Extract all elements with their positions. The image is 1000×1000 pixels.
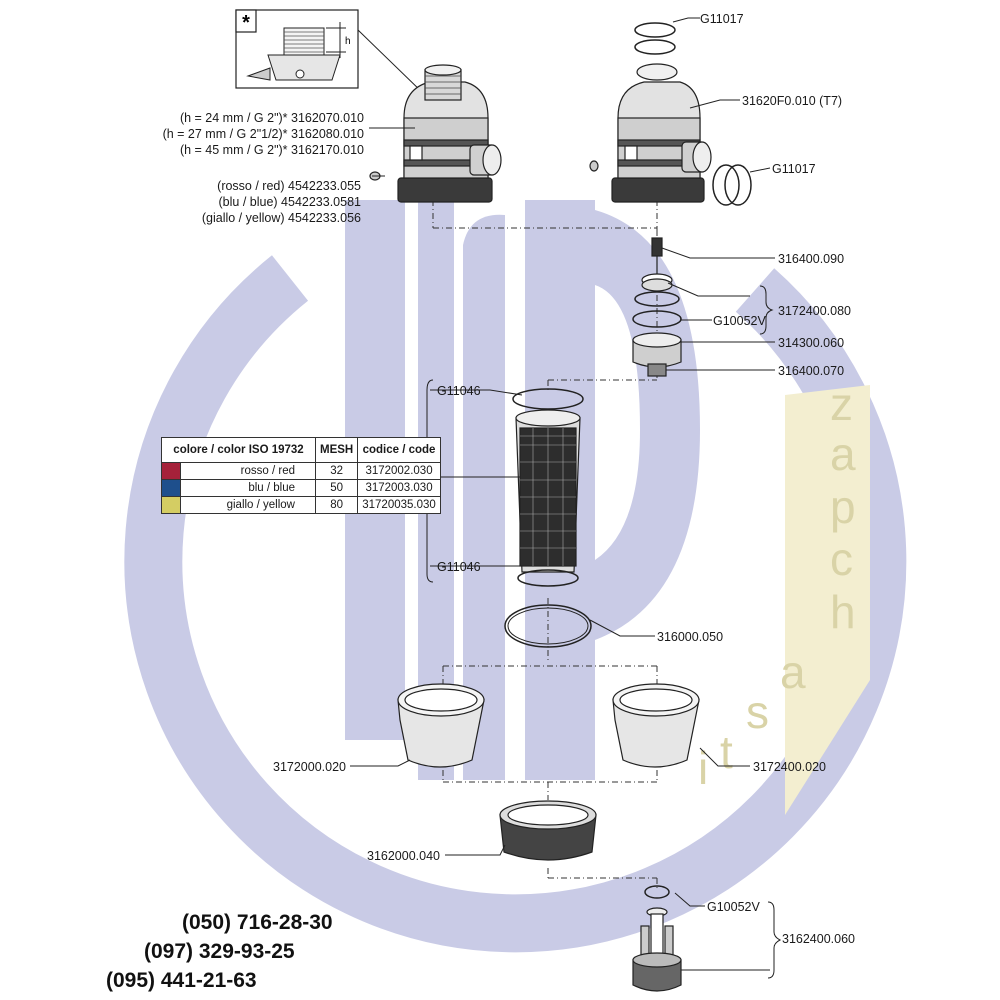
color-swatch bbox=[161, 496, 181, 514]
phone-number-2[interactable]: (097) 329-93-25 bbox=[144, 940, 295, 963]
label-giallo: (giallo / yellow) 4542233.056 bbox=[202, 211, 361, 225]
ring-nut bbox=[499, 800, 597, 861]
label-g11046-bottom: G11046 bbox=[437, 560, 481, 574]
o-rings bbox=[634, 22, 752, 206]
color-swatch bbox=[161, 462, 181, 480]
leader-lines bbox=[350, 17, 782, 979]
table-cell-code: 31720035.030 bbox=[357, 496, 441, 514]
phone-number-3[interactable]: (095) 441-21-63 bbox=[106, 969, 257, 992]
table-cell-mesh: 50 bbox=[314, 479, 359, 497]
table-header-code: codice / code bbox=[357, 437, 441, 463]
inset-marker: * bbox=[242, 12, 250, 34]
label-h45: (h = 45 mm / G 2")* 3162170.010 bbox=[180, 143, 364, 157]
table-cell-code: 3172003.030 bbox=[357, 479, 441, 497]
table-cell-mesh: 32 bbox=[314, 462, 359, 480]
drain-assembly bbox=[632, 885, 682, 992]
table-cell-code: 3172002.030 bbox=[357, 462, 441, 480]
inset-dimension: h bbox=[345, 36, 351, 47]
watermark-letter: a bbox=[830, 428, 856, 480]
label-3162400-060: 3162400.060 bbox=[782, 932, 855, 946]
label-h24: (h = 24 mm / G 2")* 3162070.010 bbox=[180, 111, 364, 125]
table-cell-color-name: rosso / red bbox=[180, 462, 316, 480]
bowl-left bbox=[397, 683, 485, 768]
color-mesh-table: colore / color ISO 19732 MESH codice / c… bbox=[161, 437, 441, 514]
label-316400-090: 316400.090 bbox=[778, 252, 844, 266]
label-g10052v-bottom: G10052V bbox=[707, 900, 760, 914]
label-g11017-top: G11017 bbox=[700, 12, 744, 26]
watermark-logo bbox=[124, 200, 907, 953]
watermark-text: z a p c h a s t i bbox=[698, 378, 856, 794]
table-row: blu / blue 50 3172003.030 bbox=[161, 479, 441, 497]
label-head: 31620F0.010 (T7) bbox=[742, 94, 842, 108]
table-cell-color-name: blu / blue bbox=[180, 479, 316, 497]
label-3172400-080: 3172400.080 bbox=[778, 304, 851, 318]
bowl-right bbox=[612, 683, 700, 768]
filter-cartridge bbox=[504, 388, 592, 648]
table-cell-color-name: giallo / yellow bbox=[180, 496, 316, 514]
color-swatch bbox=[161, 479, 181, 497]
phone-number-1[interactable]: (050) 716-28-30 bbox=[182, 911, 333, 934]
table-header-mesh: MESH bbox=[314, 437, 359, 463]
label-316000-050: 316000.050 bbox=[657, 630, 723, 644]
left-head-body bbox=[369, 64, 502, 203]
part-labels: (h = 24 mm / G 2")* 3162070.010 (h = 27 … bbox=[163, 12, 855, 946]
watermark-letter: s bbox=[746, 686, 769, 738]
label-blu: (blu / blue) 4542233.0581 bbox=[219, 195, 362, 209]
table-header-row: colore / color ISO 19732 MESH codice / c… bbox=[161, 437, 441, 463]
label-3172400-020: 3172400.020 bbox=[753, 760, 826, 774]
table-cell-mesh: 80 bbox=[314, 496, 359, 514]
watermark-letter: h bbox=[830, 586, 856, 638]
label-314300-060: 314300.060 bbox=[778, 336, 844, 350]
watermark-letter: p bbox=[830, 481, 856, 533]
label-3162000-040: 3162000.040 bbox=[367, 849, 440, 863]
label-rosso: (rosso / red) 4542233.055 bbox=[217, 179, 361, 193]
table-row: giallo / yellow 80 31720035.030 bbox=[161, 496, 441, 514]
watermark-letter: a bbox=[780, 646, 806, 698]
label-316400-070: 316400.070 bbox=[778, 364, 844, 378]
label-3172000-020: 3172000.020 bbox=[273, 760, 346, 774]
label-g10052v-mid: G10052V bbox=[713, 314, 766, 328]
label-g11046-top: G11046 bbox=[437, 384, 481, 398]
label-h27: (h = 27 mm / G 2"1/2)* 3162080.010 bbox=[163, 127, 364, 141]
valve-stack bbox=[632, 237, 682, 377]
table-row: rosso / red 32 3172002.030 bbox=[161, 462, 441, 480]
inset-detail: * h bbox=[235, 9, 426, 96]
watermark-letter: i bbox=[698, 742, 708, 794]
right-head-body bbox=[589, 63, 712, 203]
watermark-letter: c bbox=[830, 533, 853, 585]
watermark-letter: z bbox=[830, 378, 853, 430]
table-header-color: colore / color ISO 19732 bbox=[161, 437, 316, 463]
watermark-letter: t bbox=[720, 726, 733, 778]
label-g11017-side: G11017 bbox=[772, 162, 816, 176]
